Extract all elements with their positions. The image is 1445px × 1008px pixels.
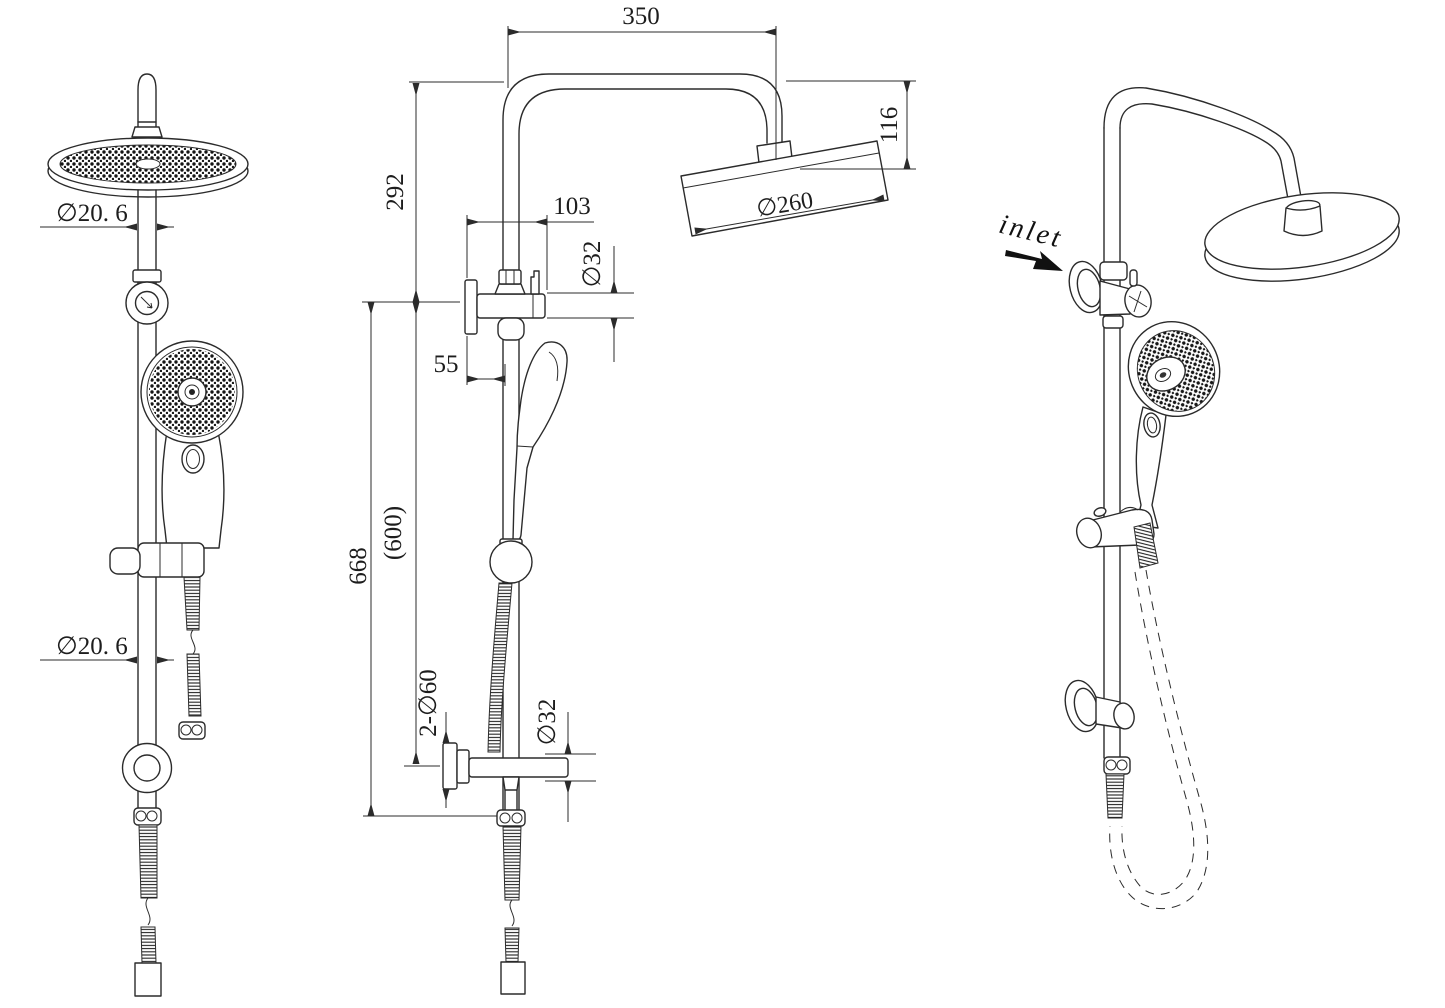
dim-text-flange-dia: 2-∅60 [415,669,442,737]
hose-end-fitting-front [500,961,526,995]
diverter-valve-front [464,269,546,341]
dim-text-upper-riser: 292 [382,173,409,211]
dim-text-head-drop: 116 [876,107,903,144]
dim-text-riser-dia-lower: ∅20. 6 [56,633,128,660]
dim-bracket-spacing: (600) [380,302,440,767]
dim-riser-length: 668 [345,302,498,817]
shower-hose-perspective [1109,522,1209,910]
overhead-shower-head-side [47,137,249,198]
dim-text-valve-dia: ∅32 [579,241,606,288]
dim-outlet-dia: ∅32 [534,699,596,822]
upper-wall-mount-side [125,269,169,325]
slider-bracket-side [109,542,205,578]
dim-riser-dia-lower: ∅20. 6 [40,633,174,664]
shower-hose-front [487,582,513,753]
hose-end-fitting-side [134,962,162,997]
hand-shower-hose-side [178,576,206,740]
dim-flange-dia: 2-∅60 [415,669,450,808]
perspective-view: inlet [996,87,1400,910]
valve-lever-front [530,270,540,295]
outlet-hose-perspective [1103,756,1131,819]
dim-text-bracket-spacing: (600) [380,506,407,560]
diverter-knob-front [498,269,522,285]
inlet-label: inlet [996,209,1066,255]
inlet-arrow-icon [1005,250,1063,271]
riser-and-arm-perspective [1103,87,1302,759]
side-view: ∅20. 6 [40,73,249,997]
riser-and-arm-front [502,73,783,811]
dim-text-hose-offset: 55 [434,351,459,378]
slider-bracket-front [489,538,533,584]
overhead-shower-head-perspective [1204,192,1400,282]
dim-text-outlet-dia: ∅32 [534,699,561,746]
lower-wall-flange-front [442,742,458,790]
hand-shower-front [512,341,568,543]
riser-top-cap [131,73,163,138]
front-view: ∅260 350 116 292 (600) [345,3,916,995]
valve-wall-flange-front [464,279,478,335]
hand-shower-side [140,340,244,549]
diverter-valve-perspective [1068,260,1152,329]
lower-wall-mount-side [121,742,173,794]
overhead-shower-head-front: ∅260 [680,140,889,237]
dim-upper-riser: 292 [382,81,504,302]
dim-text-riser-dia-upper: ∅20. 6 [56,200,128,227]
hand-shower-button-side [181,444,205,474]
inlet-callout: inlet [996,209,1066,271]
outlet-hose-side [133,807,162,997]
dim-wall-offset: 103 [466,193,594,290]
dim-text-arm-width: 350 [622,3,660,30]
dim-text-wall-offset: 103 [553,193,591,220]
lower-bracket-perspective [1064,679,1135,733]
outlet-nut-front [496,809,526,827]
dim-riser-dia-upper: ∅20. 6 [40,200,174,231]
dim-hose-offset: 55 [434,336,506,386]
dim-head-drop: 116 [786,80,916,170]
hand-shower-perspective [1127,320,1221,529]
outlet-hose-front [496,809,526,995]
valve-pin-perspective [1129,269,1138,287]
lower-bracket-front [442,742,569,811]
dim-arm-width: 350 [507,3,777,160]
dim-valve-dia: ∅32 [547,241,634,362]
dim-text-riser-length: 668 [345,547,372,585]
